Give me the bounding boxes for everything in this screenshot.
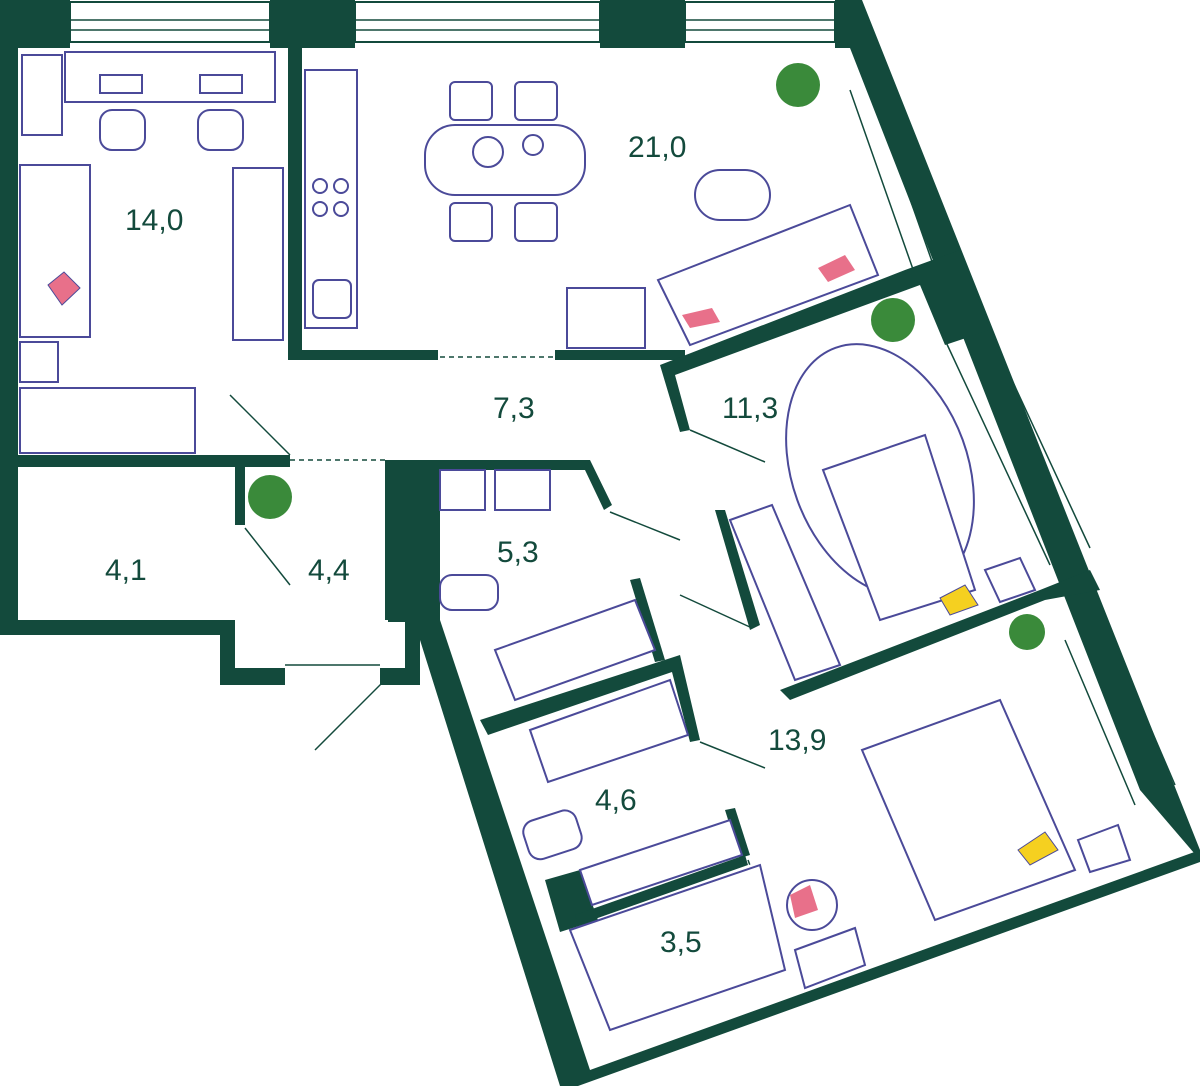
armchair [566, 287, 646, 349]
room-area-entrance: 4,4 [308, 554, 350, 587]
room-labels: 14,0 21,0 7,3 11,3 4,1 4,4 5,3 4,6 13,9 … [105, 131, 826, 959]
bed [821, 433, 977, 622]
room-area-bedroom-master: 13,9 [768, 724, 826, 757]
monitor [199, 74, 243, 94]
room-area-bathroom-1: 5,3 [497, 536, 539, 569]
double-bed [860, 698, 1077, 922]
shelf [232, 167, 284, 341]
room-area-hallway: 7,3 [493, 392, 535, 425]
wardrobe-box [21, 54, 63, 136]
windows [69, 1, 1176, 806]
plant-icon [248, 475, 292, 519]
room-area-bedroom-left: 14,0 [125, 204, 183, 237]
toilet [522, 809, 583, 861]
desk [64, 51, 276, 103]
room-area-kitchen-living: 21,0 [628, 131, 686, 164]
double-sink [578, 818, 744, 907]
wardrobe-closet [568, 863, 787, 1032]
chair [99, 109, 146, 151]
plants [248, 63, 1045, 650]
room-area-bedroom-middle: 11,3 [722, 392, 778, 425]
wardrobe-mid [728, 503, 842, 682]
plant-icon [871, 298, 915, 342]
room-area-wardrobe-left: 4,1 [105, 554, 147, 587]
bathtub [493, 598, 657, 702]
bathtub [528, 678, 690, 784]
bed-single [19, 164, 91, 338]
chair [197, 109, 244, 151]
sofa-bed [19, 387, 196, 454]
toilet [439, 574, 499, 611]
nightstand [793, 926, 867, 990]
washbasin [439, 469, 486, 511]
doors [229, 356, 779, 941]
sink [312, 279, 352, 319]
room-area-bathroom-2: 4,6 [595, 784, 637, 817]
furniture [19, 51, 1132, 1032]
pillow [47, 271, 81, 306]
plant-icon [776, 63, 820, 107]
monitor [99, 74, 143, 94]
coffee-table [694, 169, 771, 221]
plant-icon [1009, 614, 1045, 650]
nightstand [1076, 823, 1132, 874]
dining-table [424, 124, 586, 196]
room-area-wardrobe-master: 3,5 [660, 926, 702, 959]
